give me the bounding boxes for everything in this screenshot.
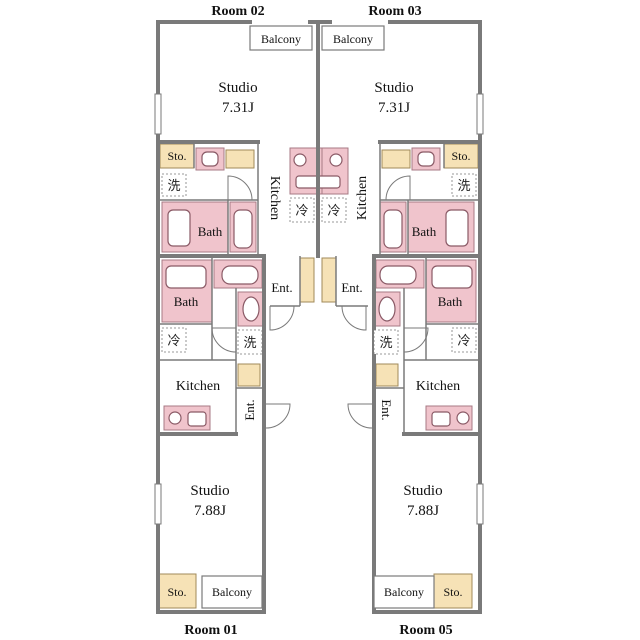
room01-bath-label: Bath — [174, 294, 199, 309]
room03-basin — [417, 151, 435, 167]
room02-bath-label: Bath — [198, 224, 223, 239]
room01-toilet — [221, 265, 259, 285]
room02-bathtub — [167, 209, 191, 247]
appliance-boxes — [161, 173, 477, 355]
room05-bath-label: Bath — [438, 294, 463, 309]
room03-fridge-icon: 冷 — [327, 203, 340, 218]
room05-ent-label: Ent. — [379, 399, 394, 420]
room01-kitchen-label: Kitchen — [176, 379, 220, 394]
room05-balcony-label: Balcony — [384, 585, 424, 599]
room02-kitchen-label: Kitchen — [267, 176, 282, 220]
fixtures — [165, 151, 473, 427]
labels: Room 02 Room 03 Room 01 Room 05 Balcony … — [167, 4, 470, 638]
room05-bathtub — [431, 265, 473, 289]
room03-kitchen-label: Kitchen — [355, 176, 370, 220]
room05-wash-door — [403, 327, 429, 353]
room03-studio-label: Studio — [374, 80, 413, 96]
room02-sto-label: Sto. — [167, 149, 186, 163]
room02-stove-2 — [329, 153, 343, 167]
hall-ent-left-label: Ent. — [271, 280, 292, 295]
room05-sto-label: Sto. — [443, 585, 462, 599]
room03-side-tub — [383, 209, 403, 249]
room05-studio-size: 7.88J — [407, 503, 439, 519]
room05-balcony-box — [373, 575, 435, 609]
room05-sto-box — [433, 573, 473, 609]
room02-studio-size: 7.31J — [222, 100, 254, 116]
hall-door-right — [341, 305, 367, 331]
thin-partitions — [158, 142, 480, 434]
room01-balcony-label: Balcony — [212, 585, 252, 599]
room01-stove — [168, 411, 182, 425]
room02-wash-door — [227, 175, 253, 201]
room05-washer-icon: 洗 — [379, 335, 392, 350]
room01-bathtub — [165, 265, 207, 289]
room02-fridge-icon: 冷 — [295, 203, 308, 218]
room03-bath-label: Bath — [412, 224, 437, 239]
appliance-labels: 洗 洗 冷 冷 冷 冷 洗 洗 — [167, 178, 470, 350]
storage-areas — [157, 143, 479, 609]
room-03-label: Room 03 — [368, 4, 421, 19]
hall-ent-right-label: Ent. — [341, 280, 362, 295]
windows — [154, 93, 484, 525]
room01-balcony-box — [201, 575, 263, 609]
room01-studio-label: Studio — [190, 483, 229, 499]
room-01-label: Room 01 — [184, 623, 237, 638]
room02-side-window — [154, 93, 162, 135]
room01-basin — [242, 296, 260, 322]
balconies — [201, 25, 435, 609]
room03-sto-small — [381, 149, 411, 169]
hall-door-left — [269, 305, 295, 331]
room05-studio-label: Studio — [403, 483, 442, 499]
room01-fridge-icon: 冷 — [167, 333, 180, 348]
room03-wash-door — [385, 175, 411, 201]
room05-sink — [431, 411, 451, 427]
hall-storage-left — [299, 257, 315, 303]
room01-sink — [187, 411, 207, 427]
room05-fridge-icon: 冷 — [457, 333, 470, 348]
room01-ent-label: Ent. — [242, 399, 257, 420]
room03-sto-label: Sto. — [451, 149, 470, 163]
room05-ent-storage — [375, 363, 399, 387]
room01-side-window — [154, 483, 162, 525]
room02-balcony-box — [249, 25, 313, 51]
room02-stove-1 — [293, 153, 307, 167]
walls — [156, 20, 482, 614]
room-05-label: Room 05 — [399, 623, 452, 638]
room02-basin — [201, 151, 219, 167]
room05-stove — [456, 411, 470, 425]
hall-storage-right — [321, 257, 337, 303]
room-02-label: Room 02 — [211, 4, 264, 19]
room02-side-tub — [233, 209, 253, 249]
room01-washer-icon: 洗 — [243, 335, 256, 350]
room02-sto-small — [225, 149, 255, 169]
room05-basin — [378, 296, 396, 322]
room01-studio-size: 7.88J — [194, 503, 226, 519]
room01-sto-label: Sto. — [167, 585, 186, 599]
room03-washer-icon: 洗 — [457, 178, 470, 193]
room02-balcony-label: Balcony — [261, 32, 301, 46]
room02-washer-icon: 洗 — [167, 178, 180, 193]
room03-balcony-box — [321, 25, 385, 51]
doors — [211, 175, 429, 429]
room05-ent-door — [347, 403, 373, 429]
room05-toilet — [379, 265, 417, 285]
room02-studio-label: Studio — [218, 80, 257, 96]
room05-side-window — [476, 483, 484, 525]
room03-side-window — [476, 93, 484, 135]
room03-bathtub — [445, 209, 469, 247]
room03-studio-size: 7.31J — [378, 100, 410, 116]
room03-balcony-label: Balcony — [333, 32, 373, 46]
room01-ent-door — [265, 403, 291, 429]
room01-ent-storage — [237, 363, 261, 387]
room05-kitchen-label: Kitchen — [416, 379, 460, 394]
room01-wash-door — [211, 327, 237, 353]
